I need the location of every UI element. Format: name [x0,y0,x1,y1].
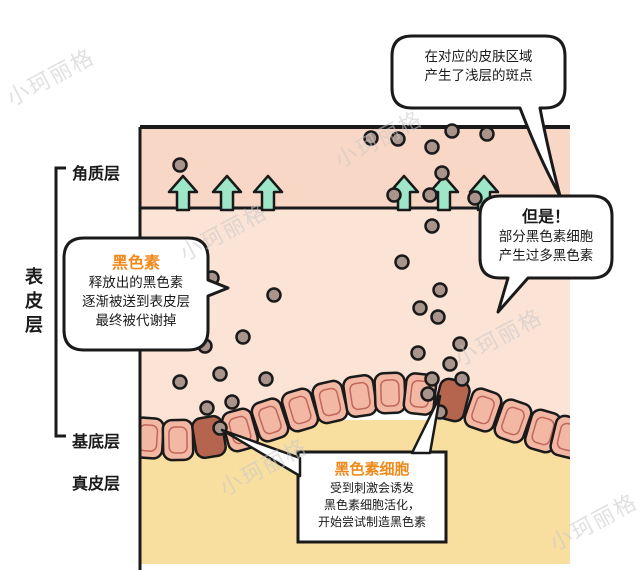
melanin-granule [454,371,470,387]
left-speech-bubble [62,236,230,352]
right-speech-bubble [478,194,614,314]
melanin-granule [235,329,251,345]
melanin-granule [432,282,448,298]
melanocyte-callout-text: 黑色素细胞 受到刺激会诱发 黑色素细胞活化， 开始尝试制造黑色素 [298,458,446,531]
melanin-granule [424,139,440,155]
melanin-granule [430,309,446,325]
basal-cell [493,398,533,444]
melanin-granule [434,165,450,181]
up-arrow [211,174,243,212]
melanin-granule [258,371,274,387]
melanin-granule [266,287,282,303]
basal-cell [373,371,407,415]
label-basal: 基底层 [72,432,121,451]
melanin-granule [394,254,410,270]
left-bubble-title: 黑色素 [111,253,160,272]
top-right-bubble-text: 在对应的皮肤区域 产生了浅层的斑点 [392,48,565,86]
melanin-granule [172,374,188,390]
melanin-granule [442,356,458,372]
melanin-granule [390,131,406,147]
melanocyte-line-1: 受到刺激会诱发 [329,481,414,495]
left-line-3: 最终被代谢掉 [95,313,177,329]
melanin-granule [479,126,495,142]
melanin-granule [420,386,436,402]
melanocyte-line-3: 开始尝试制造黑色素 [317,515,426,529]
basal-cell [250,397,290,443]
melanin-granule [386,187,402,203]
melanin-granule [412,300,428,316]
left-line-2: 逐渐被送到表皮层 [82,294,190,310]
melanocyte-title: 黑色素细胞 [334,460,410,478]
melanin-granule [424,371,440,387]
label-epidermis: 表皮层 [25,267,43,336]
top-right-line-2: 产生了浅层的斑点 [424,68,533,84]
melanocyte-callout-box [296,450,448,544]
melanin-granule [422,187,438,203]
right-bubble-title: 但是！ [521,207,570,226]
melanin-granule [363,130,379,146]
melanin-granule [224,394,240,410]
top-right-line-1: 在对应的皮肤区域 [424,49,533,65]
basal-cell [342,373,378,419]
basal-cell [463,387,503,433]
right-bubble-text: 但是！ 部分黑色素细胞 产生过多黑色素 [480,206,612,266]
callout-pointer-right [410,394,442,455]
right-line-2: 产生过多黑色素 [498,248,594,264]
basal-cell [161,418,195,462]
up-arrow [167,174,199,212]
melanin-granule [452,336,468,352]
melanin-granule [172,157,188,173]
upward-arrows [167,174,500,212]
basal-cell [140,416,165,460]
label-stratum-corneum: 角质层 [72,164,121,183]
right-line-1: 部分黑色素细胞 [498,229,594,245]
left-line-1: 释放出的黑色素 [88,275,184,291]
callout-pointer-left [220,428,302,478]
melanin-granule [212,366,228,382]
melanin-granule [444,123,460,139]
left-bubble-text: 黑色素 释放出的黑色素 逐渐被送到表皮层 最终被代谢掉 [64,252,208,331]
basal-cell [549,414,570,460]
melanin-granule [199,400,215,416]
up-arrow [252,174,284,212]
melanocyte-line-2: 黑色素细胞活化， [323,498,420,512]
melanin-granule [424,218,440,234]
epidermis-bracket [54,166,66,438]
label-dermis: 真皮层 [72,474,121,493]
melanin-granule [467,190,483,206]
melanin-granule [410,345,426,361]
